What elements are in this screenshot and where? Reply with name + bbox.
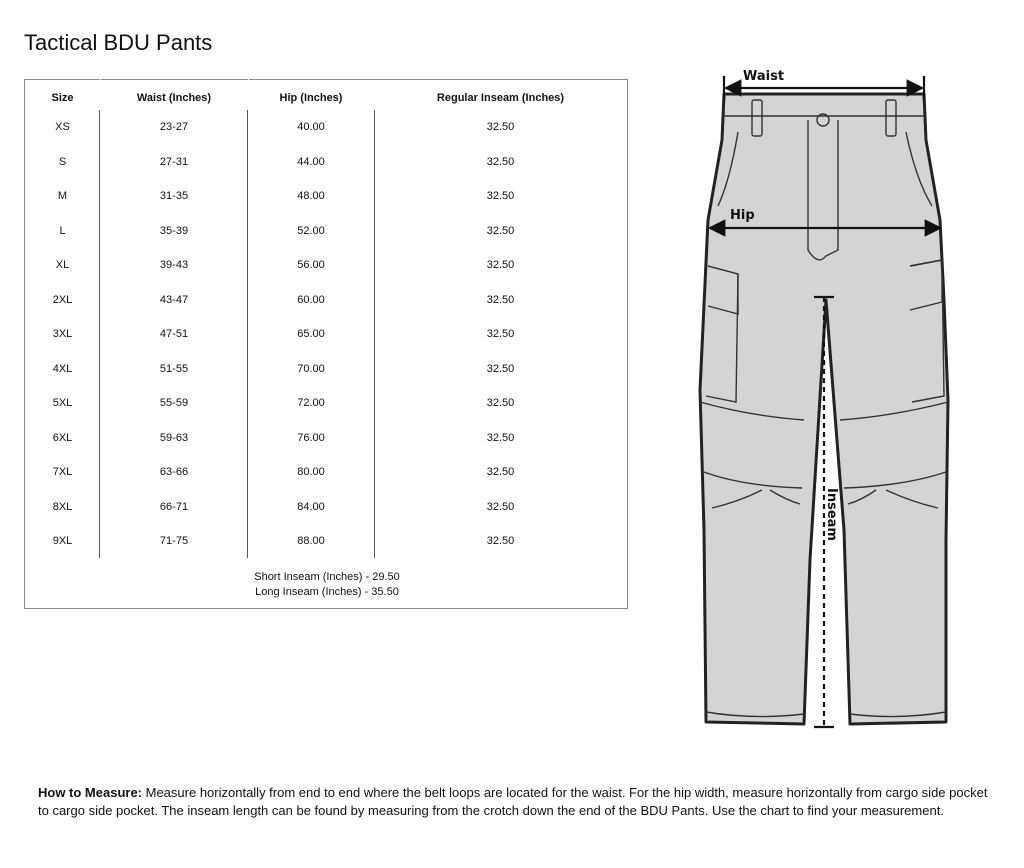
cell-waist: 55-59 (159, 397, 189, 409)
how-to-measure-label: How to Measure: (38, 785, 143, 800)
cell-regular-inseam: 32.50 (486, 224, 515, 237)
inseam-notes: Short Inseam (Inches) - 29.50 Long Insea… (25, 570, 629, 600)
pants-details (699, 99, 949, 718)
cell-size: 4XL (52, 362, 73, 375)
cell-waist: 39-43 (159, 259, 189, 271)
cell-size: L (59, 224, 66, 237)
cell-hip: 52.00 (297, 224, 325, 237)
cell-size: 7XL (52, 466, 73, 478)
cell-size: 5XL (52, 397, 73, 409)
inseam-label: Inseam (824, 488, 839, 541)
how-to-measure-body: Measure horizontally from end to end whe… (38, 785, 988, 818)
cell-hip: 84.00 (297, 500, 325, 513)
header-waist: Waist (Inches) (136, 92, 212, 104)
cell-hip: 72.00 (297, 397, 325, 409)
belt-loop-left (751, 99, 763, 137)
front-pocket-right (905, 131, 933, 207)
cell-regular-inseam: 32.50 (486, 362, 515, 375)
cell-waist: 59-63 (159, 431, 189, 444)
cell-hip: 44.00 (297, 155, 325, 168)
cell-waist: 35-39 (159, 224, 189, 237)
cargo-pocket-right-flap (909, 259, 943, 311)
header-gap (248, 79, 249, 83)
cell-regular-inseam: 32.50 (486, 328, 515, 340)
cell-waist: 71-75 (159, 535, 189, 547)
belt-loop-right (885, 99, 897, 137)
cell-size: XL (55, 259, 70, 271)
cell-size: 2XL (52, 293, 73, 306)
knee-seam-left (699, 401, 805, 421)
measurement-guides (707, 76, 943, 729)
knee-line-left (703, 471, 803, 489)
cell-hip: 40.00 (297, 121, 325, 133)
cell-regular-inseam: 32.50 (486, 535, 515, 547)
cell-hip: 70.00 (297, 362, 325, 375)
cell-waist: 23-27 (159, 121, 189, 133)
cell-waist: 66-71 (159, 500, 189, 513)
cell-hip: 88.00 (297, 535, 325, 547)
page-title: Tactical BDU Pants (24, 30, 213, 55)
waist-label: Waist (743, 69, 784, 84)
column-divider (99, 110, 100, 558)
pants-measurement-diagram: Waist Hip Inseam (698, 69, 950, 729)
cell-hip: 56.00 (297, 259, 325, 271)
header-hip: Hip (Inches) (279, 92, 343, 104)
cargo-pocket-left-flap (707, 265, 739, 315)
cell-waist: 63-66 (159, 466, 189, 478)
cell-hip: 76.00 (297, 431, 325, 444)
cell-regular-inseam: 32.50 (486, 397, 515, 409)
cell-hip: 48.00 (297, 190, 325, 202)
header-size: Size (51, 92, 74, 104)
knee-line-right (843, 471, 947, 489)
cell-regular-inseam: 32.50 (486, 500, 515, 513)
front-pocket-left (717, 131, 739, 207)
cell-waist: 47-51 (159, 328, 189, 340)
cell-size: M (57, 190, 68, 202)
cell-waist: 43-47 (159, 293, 189, 306)
long-inseam-note: Long Inseam (Inches) - 35.50 (255, 586, 399, 598)
cell-size: XS (55, 121, 70, 133)
cell-size: 8XL (52, 500, 73, 513)
cell-regular-inseam: 32.50 (486, 431, 515, 444)
cell-regular-inseam: 32.50 (486, 259, 515, 271)
hip-label: Hip (730, 208, 755, 223)
cell-regular-inseam: 32.50 (486, 155, 515, 168)
cell-waist: 51-55 (159, 362, 189, 375)
knee-darts-right (847, 489, 939, 509)
cell-regular-inseam: 32.50 (486, 190, 515, 202)
knee-darts-left (711, 489, 801, 509)
how-to-measure-text: How to Measure: Measure horizontally fro… (38, 784, 998, 819)
short-inseam-note: Short Inseam (Inches) - 29.50 (254, 571, 400, 583)
cell-size: S (58, 155, 67, 168)
cell-size: 6XL (52, 431, 73, 444)
cell-size: 3XL (52, 328, 73, 340)
cell-hip: 65.00 (297, 328, 325, 340)
waist-button (816, 113, 830, 127)
column-divider (374, 110, 375, 558)
cell-regular-inseam: 32.50 (486, 293, 515, 306)
hem-left (705, 711, 805, 718)
column-divider (247, 110, 248, 558)
cell-hip: 60.00 (297, 293, 325, 306)
size-chart-table: Size Waist (Inches) Hip (Inches) Regular… (24, 79, 628, 609)
cell-waist: 31-35 (159, 190, 189, 202)
cell-size: 9XL (52, 535, 73, 547)
knee-seam-right (839, 401, 949, 421)
header-gap (100, 79, 101, 83)
cell-hip: 80.00 (297, 466, 325, 478)
header-regular-inseam: Regular Inseam (Inches) (436, 92, 565, 104)
cell-waist: 27-31 (159, 155, 189, 168)
hem-right (849, 711, 947, 718)
cell-regular-inseam: 32.50 (486, 466, 515, 478)
cell-regular-inseam: 32.50 (486, 121, 515, 133)
fly-outline (807, 120, 839, 261)
